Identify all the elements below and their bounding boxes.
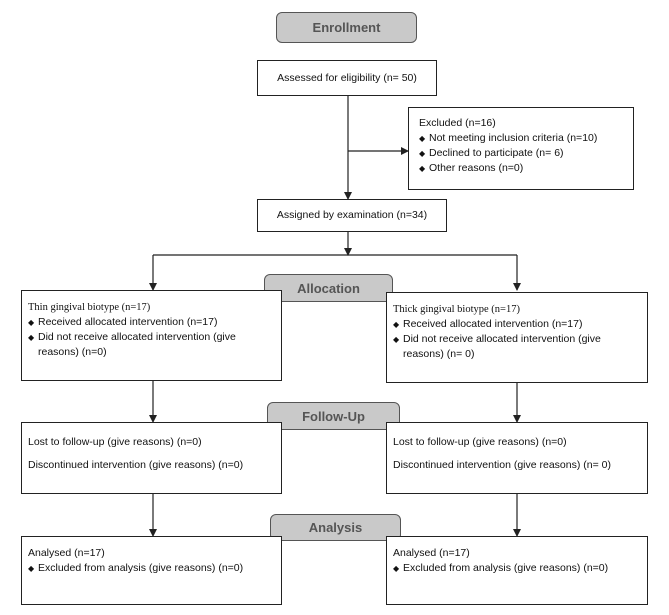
bullet-icon: ◆ <box>393 564 400 573</box>
bullet-icon: ◆ <box>28 564 35 573</box>
analysis-left-excluded: ◆ Excluded from analysis (give reasons) … <box>28 561 275 576</box>
bullet-icon: ◆ <box>419 149 426 158</box>
excluded-item: ◆ Other reasons (n=0) <box>419 161 627 176</box>
received-label: Received allocated intervention (n=17) <box>403 318 583 330</box>
bullet-icon: ◆ <box>393 320 400 329</box>
followup-left-box: Lost to follow-up (give reasons) (n=0) D… <box>21 422 282 494</box>
excluded-item: ◆ Not meeting inclusion criteria (n=10) <box>419 131 627 146</box>
excluded-analysis-label: Excluded from analysis (give reasons) (n… <box>403 562 609 574</box>
analysis-right-excluded: ◆ Excluded from analysis (give reasons) … <box>393 561 641 576</box>
stage-allocation: Allocation <box>264 274 393 302</box>
assigned-text: Assigned by examination (n=34) <box>276 209 428 221</box>
followup-right-lost: Lost to follow-up (give reasons) (n=0) <box>393 436 567 448</box>
not-received-label: Did not receive allocated intervention (… <box>38 331 236 343</box>
excluded-item-label: Not meeting inclusion criteria (n=10) <box>429 132 598 144</box>
stage-followup: Follow-Up <box>267 402 400 430</box>
assessed-box: Assessed for eligibility (n= 50) <box>257 60 437 96</box>
bullet-icon: ◆ <box>393 335 400 344</box>
allocation-right-received: ◆ Received allocated intervention (n=17) <box>393 317 641 332</box>
allocation-left-received: ◆ Received allocated intervention (n=17) <box>28 315 275 330</box>
excluded-box: Excluded (n=16) ◆ Not meeting inclusion … <box>408 107 634 190</box>
followup-left-discontinued: Discontinued intervention (give reasons)… <box>28 459 244 471</box>
allocation-left-not-received: ◆ Did not receive allocated intervention… <box>28 330 275 345</box>
analysis-left-analysed: Analysed (n=17) <box>28 547 105 559</box>
assigned-box: Assigned by examination (n=34) <box>257 199 447 232</box>
excluded-title: Excluded (n=16) <box>419 117 496 129</box>
excluded-item-label: Declined to participate (n= 6) <box>429 147 564 159</box>
bullet-icon: ◆ <box>28 333 35 342</box>
excluded-item: ◆ Declined to participate (n= 6) <box>419 146 627 161</box>
analysis-right-analysed: Analysed (n=17) <box>393 547 470 559</box>
followup-left-lost: Lost to follow-up (give reasons) (n=0) <box>28 436 202 448</box>
allocation-right-box: Thick gingival biotype (n=17) ◆ Received… <box>386 292 648 383</box>
bullet-icon: ◆ <box>419 134 426 143</box>
received-label: Received allocated intervention (n=17) <box>38 316 218 328</box>
followup-right-box: Lost to follow-up (give reasons) (n=0) D… <box>386 422 648 494</box>
allocation-right-not-received: ◆ Did not receive allocated intervention… <box>393 332 641 347</box>
not-received-cont: reasons) (n= 0) <box>403 348 475 360</box>
bullet-icon: ◆ <box>28 318 35 327</box>
excluded-item-label: Other reasons (n=0) <box>429 162 524 174</box>
assessed-text: Assessed for eligibility (n= 50) <box>277 71 417 84</box>
stage-enrollment: Enrollment <box>276 12 417 43</box>
excluded-analysis-label: Excluded from analysis (give reasons) (n… <box>38 562 244 574</box>
not-received-label: Did not receive allocated intervention (… <box>403 333 601 345</box>
bullet-icon: ◆ <box>419 164 426 173</box>
stage-analysis: Analysis <box>270 514 401 541</box>
followup-right-discontinued: Discontinued intervention (give reasons)… <box>393 459 611 471</box>
analysis-right-box: Analysed (n=17) ◆ Excluded from analysis… <box>386 536 648 605</box>
allocation-right-title: Thick gingival biotype (n=17) <box>393 304 520 315</box>
not-received-cont: reasons) (n=0) <box>38 346 107 358</box>
allocation-left-title: Thin gingival biotype (n=17) <box>28 302 151 313</box>
analysis-left-box: Analysed (n=17) ◆ Excluded from analysis… <box>21 536 282 605</box>
allocation-left-box: Thin gingival biotype (n=17) ◆ Received … <box>21 290 282 381</box>
